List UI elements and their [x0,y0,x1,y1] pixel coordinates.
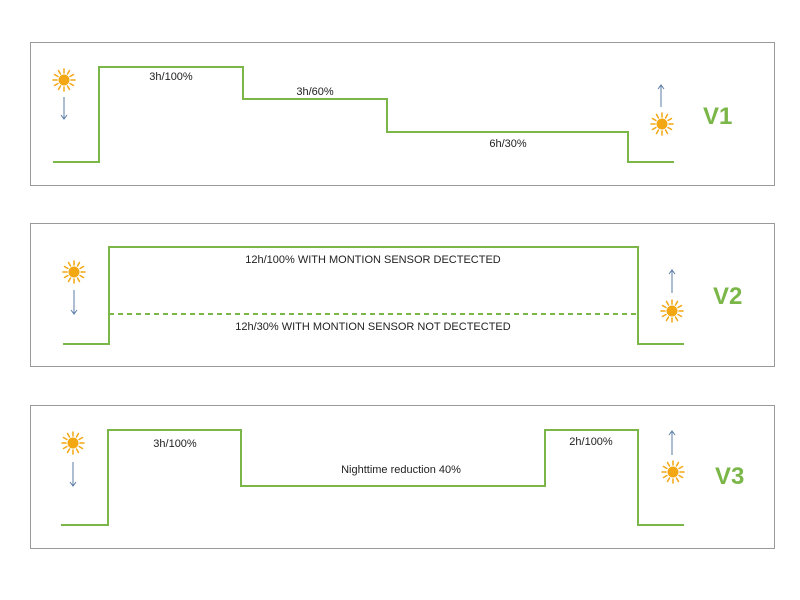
sun-icon [661,460,685,484]
arrow-down-icon [69,462,77,487]
step-line-v1 [53,66,674,163]
step-label-v3-1: 3h/100% [153,438,197,450]
sun-icon [52,68,76,92]
step-label-v1-2: 3h/60% [296,86,334,98]
step-label-v3-2: Nighttime reduction 40% [341,464,461,476]
arrow-down-icon [70,290,78,315]
sun-icon [61,431,85,455]
step-label-v2-high: 12h/100% WITH MONTION SENSOR DECTECTED [245,254,501,266]
sun-icon [660,299,684,323]
step-line-v3 [61,429,684,526]
step-label-v3-3: 2h/100% [569,436,613,448]
diagram-v2: 12h/100% WITH MONTION SENSOR DECTECTED 1… [62,246,742,345]
diagram-v1: 3h/100% 3h/60% 6h/30% V1 [52,66,732,163]
sun-icon [650,112,674,136]
panel-v2: 12h/100% WITH MONTION SENSOR DECTECTED 1… [30,223,775,367]
arrow-up-icon [668,430,676,455]
version-label-v2: V2 [713,283,742,310]
high-line-v2 [63,246,684,345]
panel-v3: 3h/100% Nighttime reduction 40% 2h/100% … [30,405,775,549]
version-label-v1: V1 [703,103,732,130]
sun-icon [62,260,86,284]
step-label-v1-3: 6h/30% [489,138,527,150]
step-label-v1-1: 3h/100% [149,71,193,83]
arrow-down-icon [60,97,68,120]
diagram-v3: 3h/100% Nighttime reduction 40% 2h/100% … [61,429,744,526]
panel-v1: 3h/100% 3h/60% 6h/30% V1 [30,42,775,186]
arrow-up-icon [668,269,676,293]
step-label-v2-low: 12h/30% WITH MONTION SENSOR NOT DECTECTE… [235,321,511,333]
version-label-v3: V3 [715,463,744,490]
arrow-up-icon [657,84,665,107]
